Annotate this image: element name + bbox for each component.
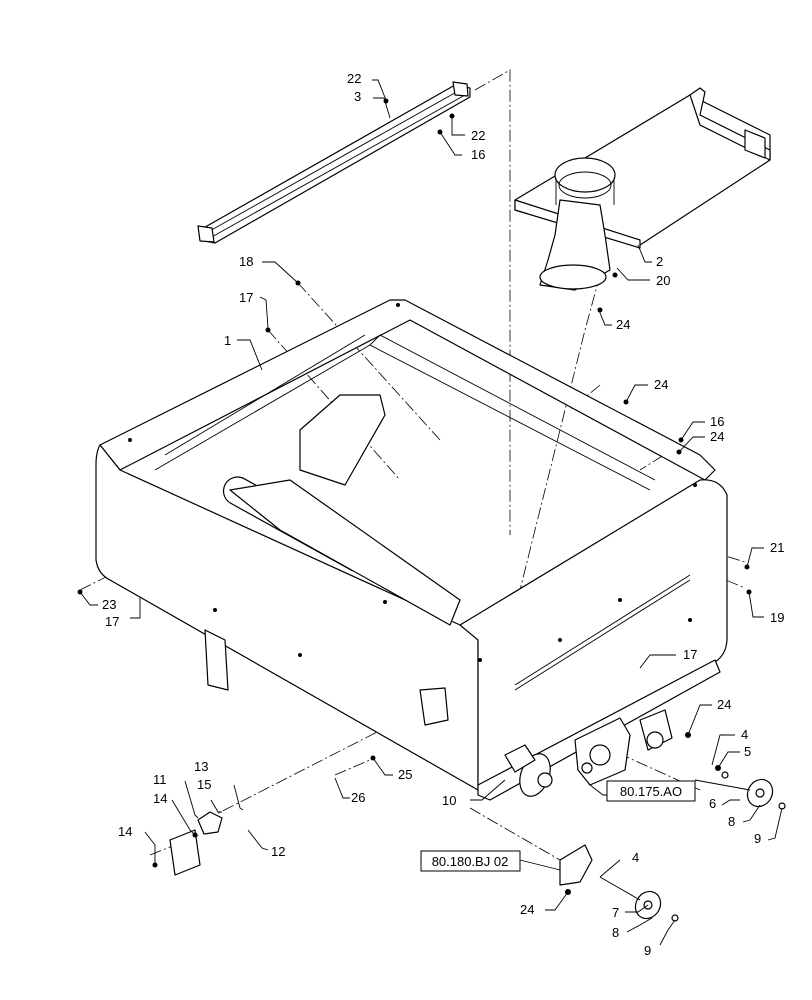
callout-14: 14 (118, 824, 132, 839)
reference-box-80-175-ao: 80.175.AO (606, 780, 696, 802)
callout-24: 24 (520, 902, 534, 917)
lower-mechanism (152, 709, 786, 922)
callout-24: 24 (654, 377, 668, 392)
callout-9: 9 (644, 943, 651, 958)
callout-13: 13 (194, 759, 208, 774)
callout-4: 4 (741, 727, 748, 742)
reference-label: 80.175.AO (620, 784, 682, 799)
callout-labels: 22 3 22 16 2 20 24 18 17 1 24 16 24 21 1… (102, 71, 784, 958)
callout-8: 8 (612, 925, 619, 940)
callout-1: 1 (224, 333, 231, 348)
callout-4: 4 (632, 850, 639, 865)
callout-24: 24 (616, 317, 630, 332)
callout-17: 17 (239, 290, 253, 305)
center-lines (79, 69, 746, 861)
callout-16: 16 (710, 414, 724, 429)
leader-lines (79, 79, 783, 946)
callout-18: 18 (239, 254, 253, 269)
callout-14: 14 (153, 791, 167, 806)
callout-12: 12 (271, 844, 285, 859)
callout-24: 23 (102, 597, 116, 612)
chute-part-2 (514, 87, 771, 291)
rail-part-3 (197, 81, 471, 244)
callout-11: 11 (153, 772, 167, 787)
callout-16: 16 (471, 147, 485, 162)
callout-20: 20 (656, 273, 670, 288)
callout-24: 24 (717, 697, 731, 712)
hopper-part-1 (95, 299, 728, 801)
callout-7: 7 (612, 905, 619, 920)
callout-22: 22 (347, 71, 361, 86)
callout-17: 17 (683, 647, 697, 662)
callout-23: 24 (710, 429, 724, 444)
callout-17: 17 (105, 614, 119, 629)
callout-19: 19 (770, 610, 784, 625)
callout-25: 25 (398, 767, 412, 782)
reference-box-80-180-bj-02: 80.180.BJ 02 (420, 850, 521, 872)
callout-3: 3 (354, 89, 361, 104)
callout-2: 2 (656, 254, 663, 269)
callout-6: 6 (709, 796, 716, 811)
callout-10: 10 (442, 793, 456, 808)
callout-22: 22 (471, 128, 485, 143)
callout-9: 9 (754, 831, 761, 846)
callout-8: 8 (728, 814, 735, 829)
callout-5: 5 (744, 744, 751, 759)
callout-26: 26 (351, 790, 365, 805)
callout-15: 15 (197, 777, 211, 792)
reference-label: 80.180.BJ 02 (432, 854, 509, 869)
callout-21: 21 (770, 540, 784, 555)
